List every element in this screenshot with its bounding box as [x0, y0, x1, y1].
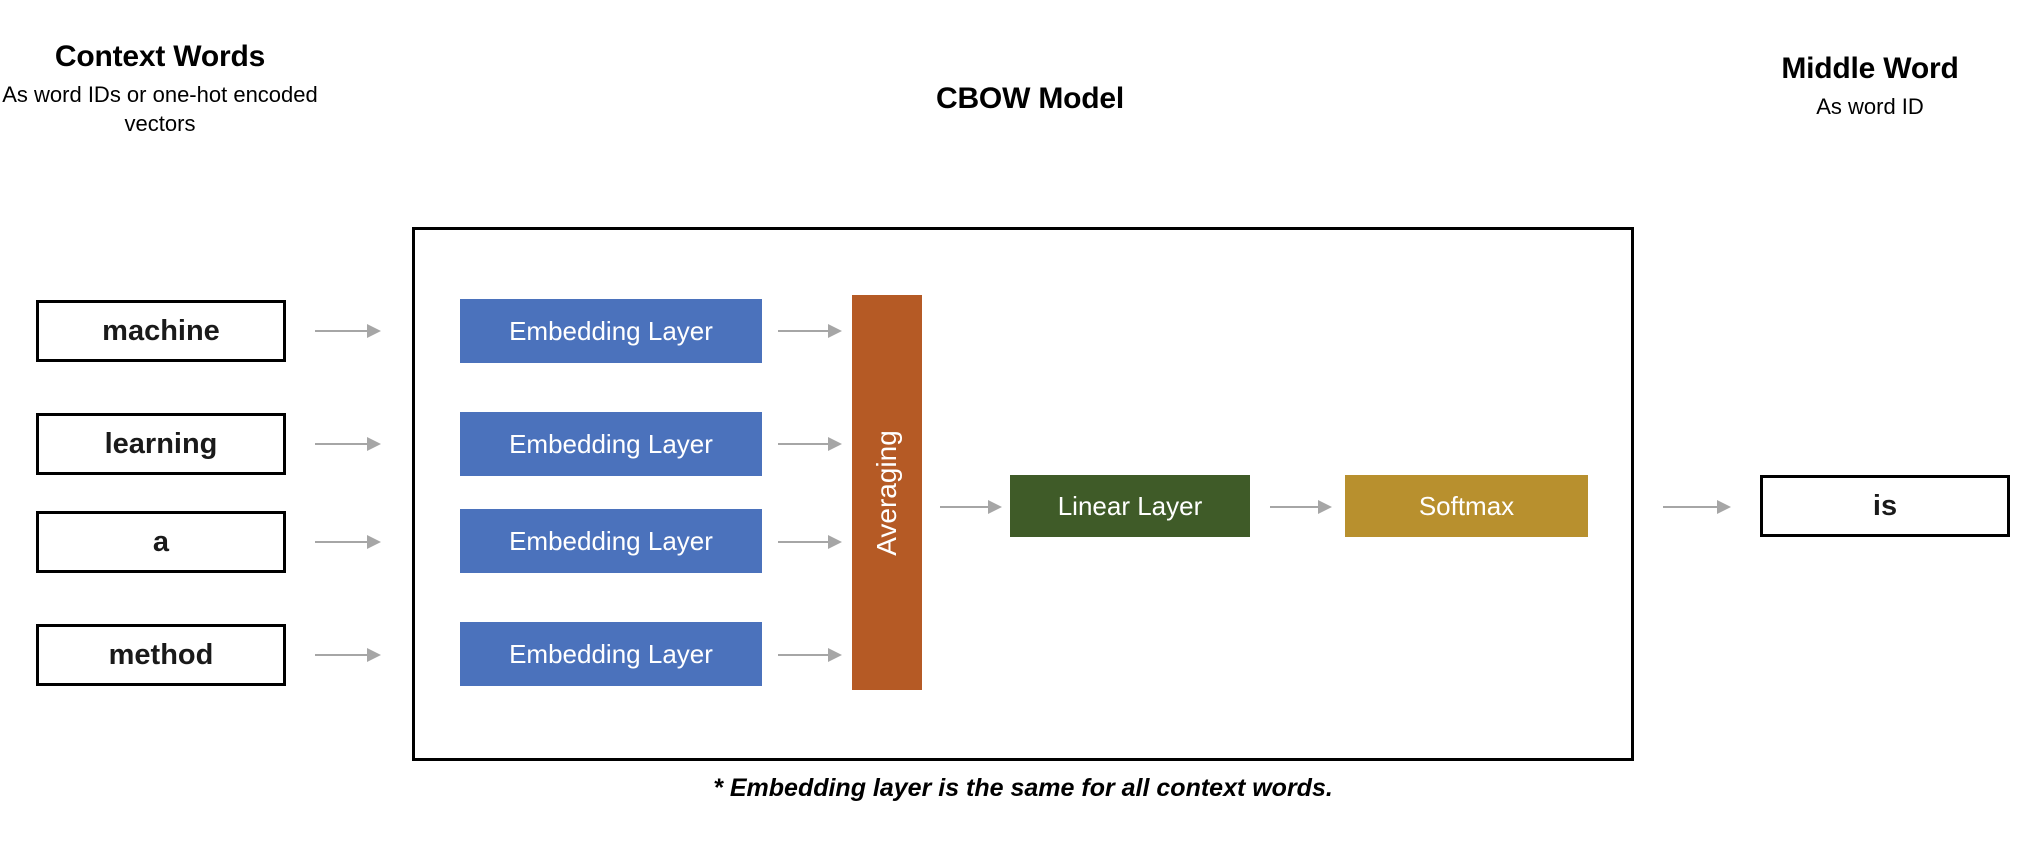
- embedding-layer-block: Embedding Layer: [460, 622, 762, 686]
- embedding-layer-block: Embedding Layer: [460, 509, 762, 573]
- averaging-label: Averaging: [871, 429, 903, 556]
- context-word-label: learning: [104, 427, 218, 460]
- context-word-label: machine: [102, 314, 220, 347]
- linear-layer-label: Linear Layer: [1057, 490, 1203, 521]
- middle-word-output-box: is: [1760, 475, 2010, 537]
- arrow-averaging-to-linear: [940, 500, 1002, 514]
- arrow-linear-to-softmax: [1270, 500, 1332, 514]
- arrow-word-to-embedding: [315, 648, 381, 662]
- softmax-block: Softmax: [1345, 475, 1588, 537]
- averaging-block: Averaging: [852, 295, 922, 690]
- cbow-model-heading: CBOW Model: [790, 82, 1270, 117]
- context-word-box: a: [36, 511, 286, 573]
- arrow-word-to-embedding: [315, 437, 381, 451]
- middle-word-output-label: is: [1872, 489, 1898, 522]
- embedding-layer-block: Embedding Layer: [460, 412, 762, 476]
- middle-word-heading: Middle Word As word ID: [1700, 52, 2040, 121]
- arrow-embedding-to-averaging: [778, 648, 842, 662]
- context-word-label: a: [152, 525, 170, 558]
- arrow-embedding-to-averaging: [778, 535, 842, 549]
- context-word-box: method: [36, 624, 286, 686]
- middle-word-title: Middle Word: [1781, 52, 1959, 85]
- footnote-text: * Embedding layer is the same for all co…: [713, 774, 1333, 802]
- context-word-box: learning: [36, 413, 286, 475]
- embedding-layer-label: Embedding Layer: [509, 428, 713, 459]
- context-word-box: machine: [36, 300, 286, 362]
- cbow-model-title: CBOW Model: [936, 82, 1124, 115]
- context-words-title: Context Words: [54, 40, 266, 73]
- middle-word-subtitle: As word ID: [1816, 93, 1924, 119]
- context-words-subtitle: As word IDs or one-hot encoded vectors: [2, 81, 318, 137]
- softmax-label: Softmax: [1418, 490, 1515, 521]
- arrow-softmax-to-output: [1663, 500, 1731, 514]
- arrow-embedding-to-averaging: [778, 324, 842, 338]
- arrow-embedding-to-averaging: [778, 437, 842, 451]
- context-words-heading: Context Words As word IDs or one-hot enc…: [0, 40, 320, 139]
- embedding-layer-label: Embedding Layer: [509, 638, 713, 669]
- context-word-label: method: [108, 638, 214, 671]
- linear-layer-block: Linear Layer: [1010, 475, 1250, 537]
- embedding-layer-label: Embedding Layer: [509, 315, 713, 346]
- arrow-word-to-embedding: [315, 324, 381, 338]
- arrow-word-to-embedding: [315, 535, 381, 549]
- embedding-layer-label: Embedding Layer: [509, 525, 713, 556]
- embedding-layer-block: Embedding Layer: [460, 299, 762, 363]
